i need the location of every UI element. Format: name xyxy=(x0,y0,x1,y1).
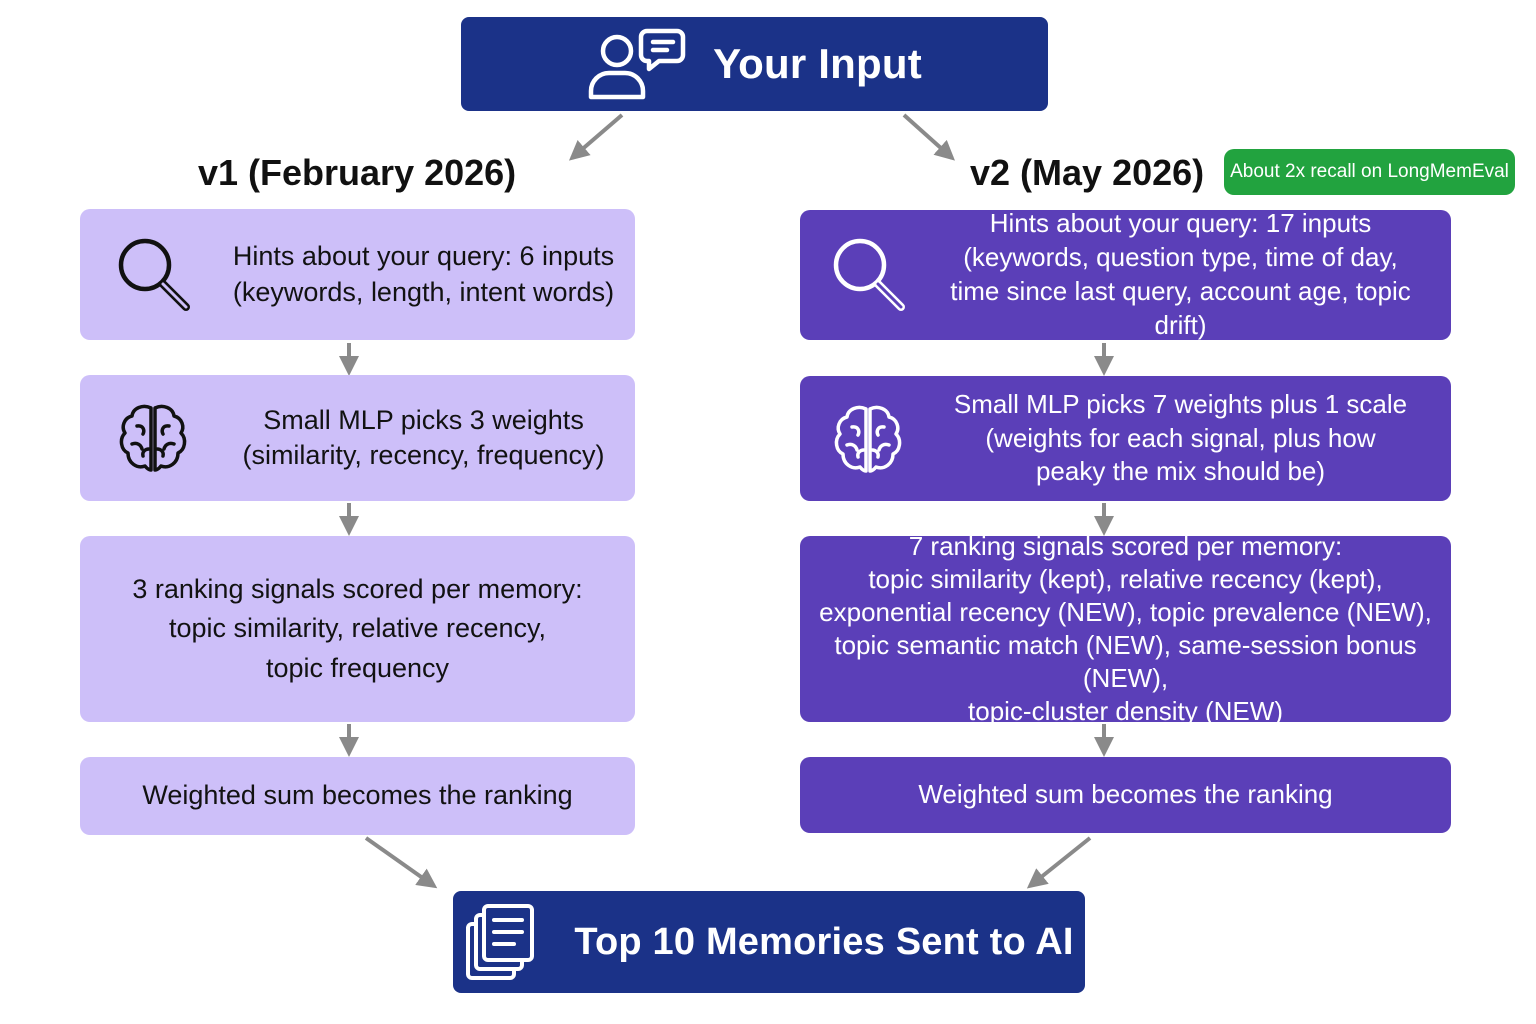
v2-step-ranking-line-1: Weighted sum becomes the ranking xyxy=(918,779,1333,810)
v2-step-signals-line-3: exponential recency (NEW), topic prevale… xyxy=(819,596,1432,627)
v1-step-hints-line-2: (keywords, length, intent words) xyxy=(232,276,615,307)
output-node-label: Top 10 Memories Sent to AI xyxy=(574,920,1074,963)
documents-stack-icon xyxy=(466,904,535,980)
input-node-label: Your Input xyxy=(713,40,922,87)
v1-step-mlp-line-2: (similarity, recency, frequency) xyxy=(242,440,605,470)
v1-step-hints: Hints about your query: 6 inputs (keywor… xyxy=(80,209,635,340)
user-chat-icon xyxy=(588,28,686,100)
magnifier-icon xyxy=(118,238,190,311)
recall-badge: About 2x recall on LongMemEval xyxy=(1224,149,1515,195)
v2-step-signals-line-1: 7 ranking signals scored per memory: xyxy=(908,530,1343,561)
v2-heading: v2 (May 2026) xyxy=(970,152,1205,193)
arrow-input-to-v1 xyxy=(568,113,624,161)
v1-step-signals-line-2: topic similarity, relative recency, xyxy=(168,613,547,644)
v2-step-hints-line-3: time since last query, account age, topi… xyxy=(950,276,1411,340)
arrow-v2-to-output xyxy=(1026,836,1092,889)
v1-heading: v1 (February 2026) xyxy=(198,152,517,193)
v1-step-signals-line-1: 3 ranking signals scored per memory: xyxy=(132,574,583,605)
brain-icon xyxy=(834,405,902,473)
v2-step-hints-line-1: Hints about your query: 17 inputs xyxy=(989,208,1372,239)
v2-step-ranking: Weighted sum becomes the ranking xyxy=(800,757,1451,833)
v1-step-signals-line-3: topic frequency xyxy=(265,652,450,683)
v1-step-mlp: Small MLP picks 3 weights (similarity, r… xyxy=(80,375,635,501)
input-node: Your Input xyxy=(461,17,1048,111)
arrow-input-to-v2 xyxy=(902,113,955,161)
output-node: Top 10 Memories Sent to AI xyxy=(453,891,1085,993)
v2-step-mlp: Small MLP picks 7 weights plus 1 scale (… xyxy=(800,376,1451,501)
magnifier-icon xyxy=(833,238,905,311)
v1-step-hints-line-1: Hints about your query: 6 inputs xyxy=(232,241,615,272)
v2-step-mlp-line-2: (weights for each signal, plus how xyxy=(985,422,1376,453)
v2-step-mlp-line-3: peaky the mix should be) xyxy=(1035,456,1326,487)
v2-step-signals-line-4: topic semantic match (NEW), same-session… xyxy=(834,630,1417,694)
v2-step-hints: Hints about your query: 17 inputs (keywo… xyxy=(800,208,1451,340)
v2-step-signals: 7 ranking signals scored per memory: top… xyxy=(800,531,1451,726)
brain-icon xyxy=(119,404,187,472)
v2-step-signals-line-5: topic-cluster density (NEW) xyxy=(968,696,1283,727)
v1-step-signals: 3 ranking signals scored per memory: top… xyxy=(80,536,635,722)
arrow-v1-to-output xyxy=(364,836,438,889)
v2-step-signals-line-2: topic similarity (kept), relative recenc… xyxy=(868,563,1383,594)
v2-step-hints-line-2: (keywords, question type, time of day, xyxy=(963,242,1398,273)
v1-step-ranking-line-1: Weighted sum becomes the ranking xyxy=(142,780,573,811)
v1-step-mlp-line-1: Small MLP picks 3 weights xyxy=(263,404,584,435)
v2-step-mlp-line-1: Small MLP picks 7 weights plus 1 scale xyxy=(953,388,1408,419)
v1-step-ranking: Weighted sum becomes the ranking xyxy=(80,757,635,835)
